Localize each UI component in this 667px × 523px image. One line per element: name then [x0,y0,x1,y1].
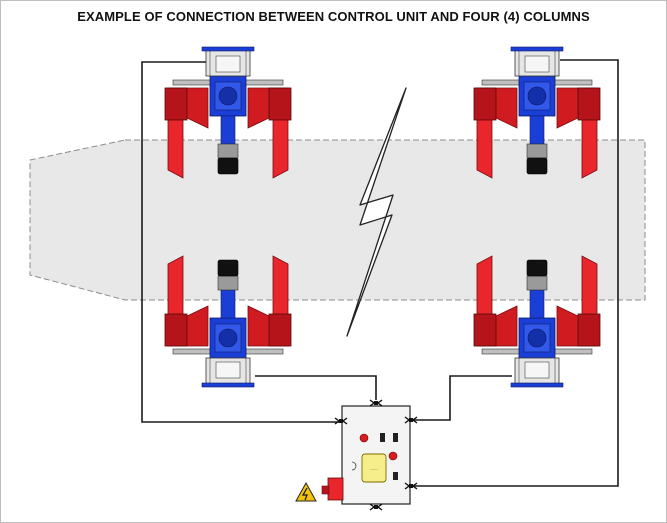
lightning-break-icon [346,87,407,337]
display-text: ···· [370,467,378,473]
indicator-light [388,451,398,461]
vehicle-outline [29,139,646,301]
cable-bottom-left [255,375,377,400]
control-unit: ···· [334,399,418,511]
power-plug-icon [321,477,344,501]
cables [141,59,619,487]
cable-top-left [141,61,342,423]
diagram-title: EXAMPLE OF CONNECTION BETWEEN CONTROL UN… [77,9,590,24]
switch-3 [393,472,398,480]
switch-2 [393,433,398,442]
display-panel [361,453,387,483]
switch-1 [380,433,385,442]
status-light [359,433,369,443]
warning-icon [295,481,317,502]
cable-bottom-right [410,375,512,421]
cable-top-right [410,59,619,487]
